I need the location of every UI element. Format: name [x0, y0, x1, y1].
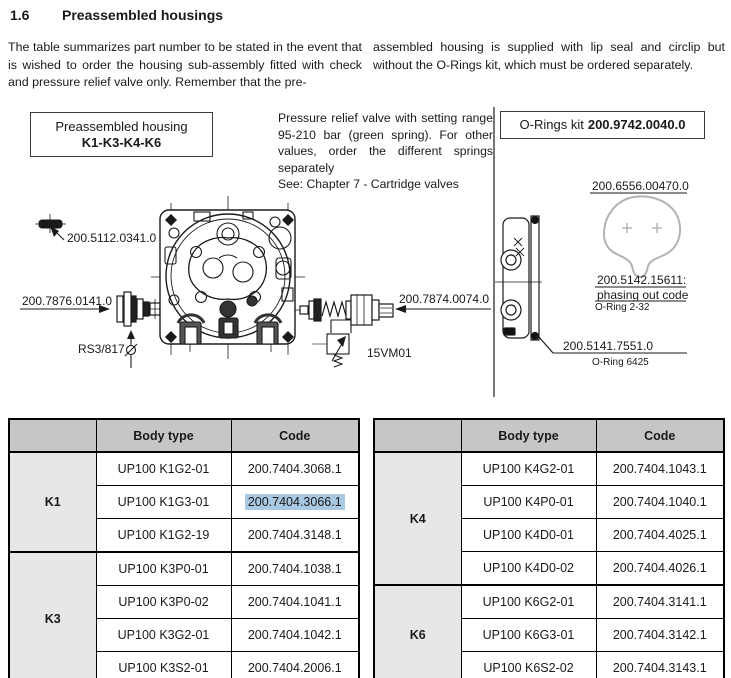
- body-type-cell: UP100 K3P0-01: [95, 551, 232, 586]
- body-type-cell: UP100 K1G2-01: [95, 451, 232, 486]
- body-type-cell: UP100 K4D0-02: [460, 551, 597, 586]
- orings-box-prefix: O-Rings kit: [519, 117, 584, 132]
- part-label-rs3: RS3/817: [78, 342, 125, 356]
- check-valve-icon: [124, 330, 138, 368]
- body-type-cell: UP100 K3G2-01: [95, 618, 232, 652]
- housing-box-line1: Preassembled housing: [55, 118, 188, 134]
- part-label-15vm01: 15VM01: [367, 346, 412, 360]
- table-row: UP100 K4D0-01 200.7404.4025.1: [374, 518, 725, 552]
- pump-housing-drawing: [151, 196, 305, 359]
- group-label-k3: K3: [8, 551, 97, 678]
- table-row: UP100 K3S2-01 200.7404.2006.1: [9, 651, 360, 678]
- col-header-body-type: Body type: [95, 418, 232, 453]
- gasket-outline: [602, 195, 682, 279]
- right-valve-leader: [395, 305, 491, 313]
- part-label-oring6425-code: 200.5141.7551.0: [563, 339, 654, 353]
- part-label-left-valve: 200.7876.0141.0: [22, 294, 113, 308]
- part-label-oring232-code: 200.5142.15611:: [597, 273, 687, 287]
- code-cell: 200.7404.3142.1: [595, 618, 725, 652]
- housing-box-line2: K1-K3-K4-K6: [81, 134, 162, 150]
- table-row: K6 UP100 K6G2-01 200.7404.3141.1: [373, 584, 725, 678]
- body-type-cell: UP100 K6S2-02: [460, 651, 597, 678]
- body-type-cell: UP100 K4P0-01: [460, 485, 597, 519]
- group-label-k4: K4: [373, 451, 462, 586]
- code-cell: 200.7404.4026.1: [595, 551, 725, 586]
- code-cell: 200.7404.1038.1: [230, 551, 360, 586]
- corner-cell: [373, 418, 462, 453]
- part-label-oring6425-name: O-Ring 6425: [592, 357, 649, 368]
- table-row: UP100 K4P0-01 200.7404.1040.1: [374, 485, 725, 519]
- side-view-housing: [495, 215, 554, 354]
- body-type-cell: UP100 K3P0-02: [95, 585, 232, 619]
- group-label-k1: K1: [8, 451, 97, 553]
- group-label-k6: K6: [373, 584, 462, 678]
- intro-paragraph-left: The table summarizes part number to be s…: [8, 40, 362, 89]
- table-row: UP100 K6S2-02 200.7404.3143.1: [374, 651, 725, 678]
- code-cell: 200.7404.3143.1: [595, 651, 725, 678]
- relief-valve-icon: [312, 319, 352, 368]
- col-header-code: Code: [230, 418, 360, 453]
- table-row: UP100 K6G3-01 200.7404.3142.1: [374, 618, 725, 652]
- corner-cell: [8, 418, 97, 453]
- label-underlines: [553, 192, 687, 354]
- col-header-body-type: Body type: [460, 418, 597, 453]
- code-cell: 200.7404.3141.1: [595, 584, 725, 619]
- section-heading: 1.6 Preassembled housings: [10, 7, 223, 23]
- code-cell: 200.7404.3068.1: [230, 451, 360, 486]
- check-valve-cartridge: [116, 291, 163, 327]
- orings-kit-box: O-Rings kit 200.9742.0040.0: [500, 111, 705, 139]
- relief-valve-cartridge: [295, 294, 394, 326]
- preassembled-housing-box: Preassembled housing K1-K3-K4-K6: [30, 112, 213, 157]
- table-row: K3 UP100 K3P0-01 200.7404.1038.1: [8, 551, 360, 678]
- parts-table-k1-k3: Body type Code K1 UP100 K1G2-01 200.7404…: [8, 418, 360, 678]
- code-cell: 200.7404.1042.1: [230, 618, 360, 652]
- section-number: 1.6: [10, 7, 30, 23]
- body-type-cell: UP100 K1G2-19: [95, 518, 232, 553]
- body-type-cell: UP100 K4D0-01: [460, 518, 597, 552]
- parts-table-k4-k6: Body type Code K4 UP100 K4G2-01 200.7404…: [373, 418, 725, 678]
- part-label-oring232-note: phasing out code: [597, 288, 689, 302]
- table-row: UP100 K1G3-01 200.7404.3066.1: [9, 485, 360, 519]
- part-label-pin: 200.5112.0341.0: [67, 231, 157, 245]
- relief-valve-note: Pressure relief valve with setting range…: [278, 111, 493, 191]
- part-label-gasket: 200.6556.00470.0: [592, 179, 689, 193]
- page-title: Preassembled housings: [62, 7, 224, 23]
- code-cell: 200.7404.1043.1: [595, 451, 725, 486]
- code-cell: 200.7404.1040.1: [595, 485, 725, 519]
- table-row: K1 UP100 K1G2-01 200.7404.3068.1: [8, 451, 360, 553]
- code-cell: 200.7404.4025.1: [595, 518, 725, 552]
- part-label-right-valve: 200.7874.0074.0: [399, 292, 490, 306]
- selected-text[interactable]: 200.7404.3066.1: [244, 494, 345, 510]
- code-cell: 200.7404.1041.1: [230, 585, 360, 619]
- code-cell: 200.7404.3148.1: [230, 518, 360, 553]
- left-valve-leader: [20, 305, 110, 313]
- col-header-code: Code: [595, 418, 725, 453]
- body-type-cell: UP100 K3S2-01: [95, 651, 232, 678]
- orings-box-code: 200.9742.0040.0: [587, 117, 686, 132]
- code-cell: 200.7404.3066.1: [230, 485, 360, 519]
- table-row: K4 UP100 K4G2-01 200.7404.1043.1: [373, 451, 725, 586]
- table-row: UP100 K3P0-02 200.7404.1041.1: [9, 585, 360, 619]
- part-label-oring232-name: O-Ring 2-32: [595, 302, 650, 313]
- body-type-cell: UP100 K1G3-01: [95, 485, 232, 519]
- body-type-cell: UP100 K6G3-01: [460, 618, 597, 652]
- intro-paragraph-right: assembled housing is supplied with lip s…: [373, 40, 725, 72]
- table-row: UP100 K3G2-01 200.7404.1042.1: [9, 618, 360, 652]
- body-type-cell: UP100 K4G2-01: [460, 451, 597, 486]
- body-type-cell: UP100 K6G2-01: [460, 584, 597, 619]
- see-chapter-reference: See: Chapter 7 - Cartridge valves: [278, 177, 459, 191]
- code-cell: 200.7404.2006.1: [230, 651, 360, 678]
